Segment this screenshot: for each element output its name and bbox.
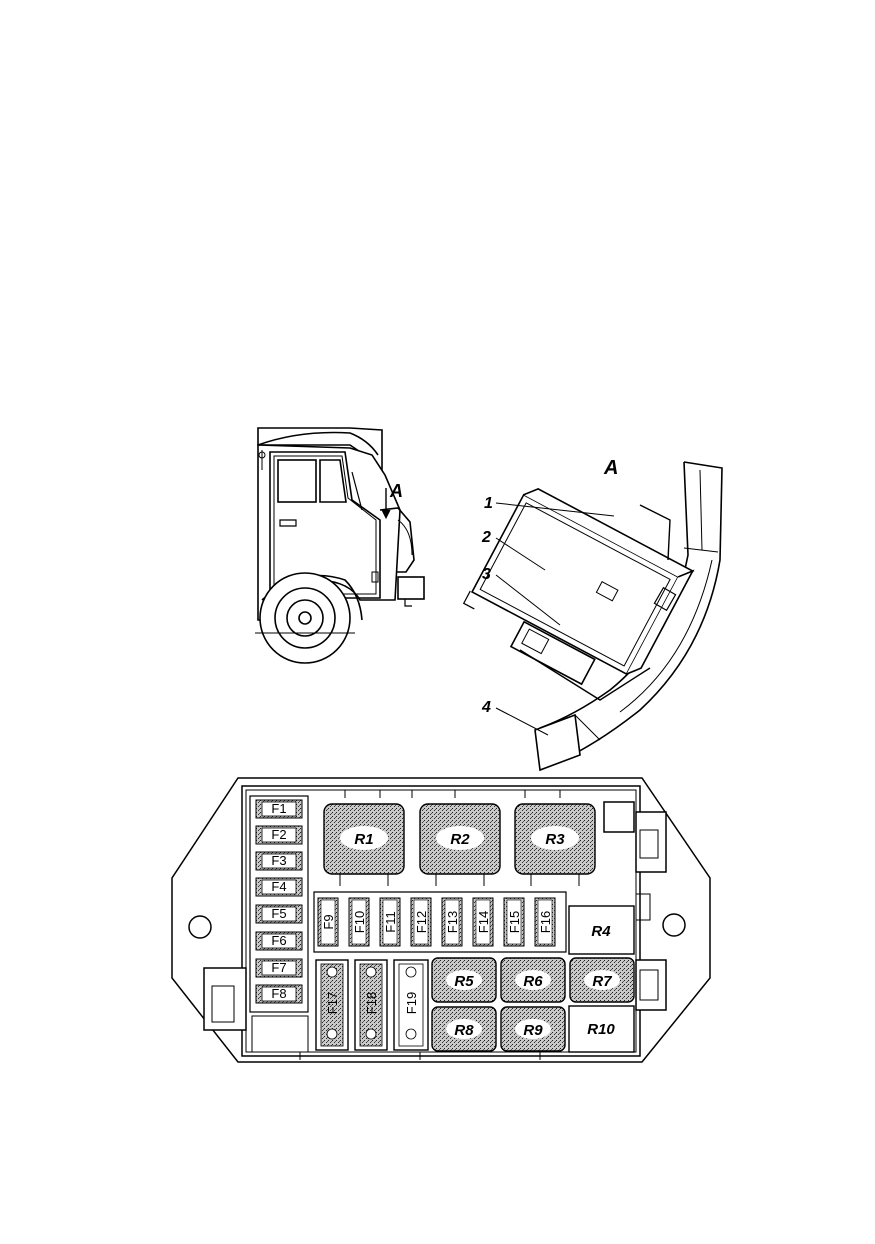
callout-1: 1 [484,495,493,512]
fuse-label-f1: F1 [271,801,286,816]
fuse-f9: F9 [317,897,339,947]
fuse-f2: F2 [255,825,303,845]
fuse-label-f17: F17 [325,992,340,1014]
fuse-label-f9: F9 [321,914,336,929]
fuse-f5: F5 [255,904,303,924]
top-relay-row: R1 R2 R3 [323,803,596,886]
relay-label-r7: R7 [592,973,612,990]
fuse-label-f12: F12 [414,911,429,933]
relay-label-r1: R1 [354,831,373,848]
fuse-label-f3: F3 [271,853,286,868]
mid-relay-row: R5 R6 R7 [431,957,635,1003]
relay-r3: R3 [514,803,596,875]
detail-a-illustration [462,461,723,772]
truck-callout-a: A [389,481,403,501]
mid-fuse-strip: F9 F10 F11 F12 F13 F14 F15 F16 [317,897,556,947]
low-relay-row: R8 R9 [431,1006,566,1052]
fuse-f18: F18 [354,959,388,1051]
fuse-label-f8: F8 [271,986,286,1001]
relay-label-r6: R6 [523,973,543,990]
relay-label-r5: R5 [454,973,474,990]
fuse-label-f11: F11 [383,911,398,932]
fuse-f4: F4 [255,877,303,897]
fuse-label-f15: F15 [507,911,522,933]
fuse-f10: F10 [348,897,370,947]
fuse-label-f19: F19 [404,992,419,1014]
callout-4: 4 [481,699,491,716]
relay-label-r2: R2 [450,831,470,848]
detail-title-a: A [603,457,618,479]
relay-r1: R1 [323,803,405,875]
fuse-label-f16: F16 [538,911,553,933]
fuse-f19: F19 [393,959,429,1051]
relay-r9: R9 [500,1006,566,1052]
relay-r4: R4 [568,905,635,955]
fuse-f15: F15 [503,897,525,947]
relay-r2: R2 [419,803,501,875]
callout-3: 3 [482,566,491,583]
fuse-f1: F1 [255,799,303,819]
relay-label-r4: R4 [591,923,611,940]
fuse-f16: F16 [534,897,556,947]
callout-2: 2 [481,529,491,546]
bottom-fuse-group: F17 F18 F19 [315,959,429,1051]
relay-r10: R10 [568,1005,635,1053]
fuse-f11: F11 [379,897,401,947]
relay-label-r3: R3 [545,831,565,848]
fuse-label-f13: F13 [445,911,460,933]
relay-label-r10: R10 [587,1021,615,1038]
fuse-f8: F8 [255,984,303,1004]
left-fuse-column: F1 F2 F3 F4 F5 F6 F7 F8 [255,799,303,1004]
relay-label-r9: R9 [523,1022,543,1039]
fuse-f17: F17 [315,959,349,1051]
fuse-f12: F12 [410,897,432,947]
fuse-label-f14: F14 [476,911,491,933]
fuse-label-f18: F18 [364,992,379,1014]
relay-r5: R5 [431,957,497,1003]
fuse-f3: F3 [255,851,303,871]
fuse-label-f4: F4 [271,879,286,894]
fuse-f14: F14 [472,897,494,947]
fuse-label-f2: F2 [271,827,286,842]
truck-cab-illustration [255,427,425,664]
fuse-label-f7: F7 [271,960,286,975]
fuse-label-f10: F10 [352,911,367,933]
relay-label-r8: R8 [454,1022,474,1039]
relay-r6: R6 [500,957,566,1003]
relay-r8: R8 [431,1006,497,1052]
fuse-f7: F7 [255,958,303,978]
fuse-label-f5: F5 [271,906,286,921]
relay-r7: R7 [569,957,635,1003]
fuse-f6: F6 [255,931,303,951]
fuse-f13: F13 [441,897,463,947]
fuse-label-f6: F6 [271,933,286,948]
